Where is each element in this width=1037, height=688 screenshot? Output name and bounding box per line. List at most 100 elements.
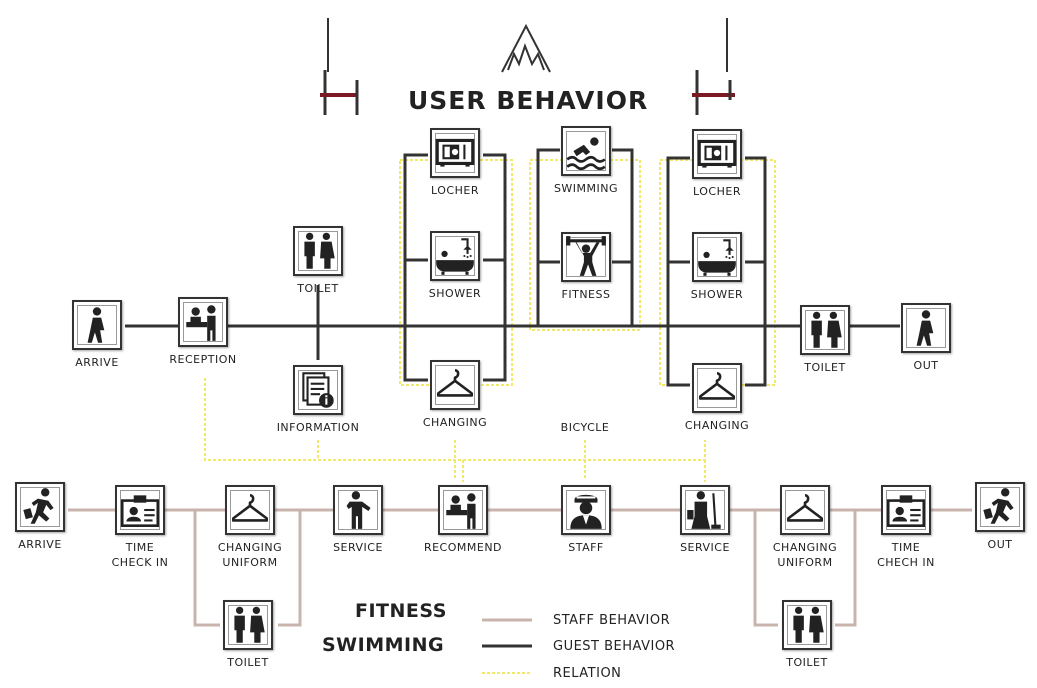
toilet-icon: [811, 311, 842, 348]
clothes-hanger-icon: [436, 369, 474, 397]
node-label-toilet-1: TOILET: [297, 282, 339, 295]
legend-label-staff: STAFF BEHAVIOR: [553, 613, 671, 628]
node-label-s-service-1: SERVICE: [333, 541, 383, 554]
locker-icon: [697, 139, 737, 168]
node-label-fitness: FITNESS: [561, 288, 611, 301]
node-reception: [178, 297, 228, 347]
node-changing-1: [430, 360, 480, 410]
antenna-right-icon: [692, 18, 735, 115]
walking-person-icon: [916, 310, 934, 346]
node-frame: [338, 490, 378, 530]
node-locker-2: [692, 129, 742, 179]
node-s-arrive: [15, 482, 65, 532]
node-label-reception: RECEPTION: [169, 353, 237, 366]
node-shower-1: [430, 231, 480, 281]
legend-heading-fitness: FITNESS: [355, 600, 447, 622]
node-frame: [697, 237, 737, 277]
node-label-swimming: SWIMMING: [553, 182, 619, 195]
node-frame: [785, 490, 825, 530]
node-label-s-time-in: TIME CHECK IN: [111, 541, 169, 569]
node-frame: [566, 237, 606, 277]
node-frame: [886, 490, 926, 530]
node-frame: [230, 490, 270, 530]
clothes-hanger-icon: [786, 494, 824, 522]
node-frame: [697, 368, 737, 408]
node-frame: [566, 131, 606, 171]
node-frame: [435, 133, 475, 173]
node-shower-2: [692, 232, 742, 282]
node-frame: [435, 236, 475, 276]
node-s-time-out: [881, 485, 931, 535]
locker-icon: [435, 138, 475, 167]
node-frame: [906, 308, 946, 348]
node-frame: [228, 605, 268, 645]
walking-person-icon: [87, 307, 105, 343]
node-label-s-staff: STAFF: [568, 541, 604, 554]
shower-bathtub-icon: [436, 238, 474, 275]
node-arrive: [72, 300, 122, 350]
staff-toilet2-branch: [753, 510, 857, 627]
node-label-s-time-out: TIME CHECH IN: [877, 541, 935, 569]
node-s-service-1: [333, 485, 383, 535]
toilet-icon: [793, 606, 824, 643]
id-card-icon: [886, 495, 926, 527]
node-frame: [697, 134, 737, 174]
node-frame: [20, 487, 60, 527]
node-fitness: [561, 232, 611, 282]
guest-pool-branch: [536, 148, 634, 326]
node-label-shower-1: SHOWER: [428, 287, 482, 300]
node-label-toilet-2: TOILET: [804, 361, 846, 374]
node-frame: [566, 490, 606, 530]
node-frame: [298, 370, 338, 410]
node-label-s-toilet-1: TOILET: [227, 656, 269, 669]
node-label-s-recommend: RECOMMEND: [423, 541, 503, 554]
shower-bathtub-icon: [698, 239, 736, 276]
relation-pool-group: [529, 159, 641, 331]
node-s-recommend: [438, 485, 488, 535]
node-label-out: OUT: [913, 359, 939, 372]
guest-locker1-branch: [403, 153, 507, 382]
node-label-arrive: ARRIVE: [75, 356, 119, 369]
node-s-toilet-2: [782, 600, 832, 650]
node-locker-1: [430, 128, 480, 178]
node-frame: [787, 605, 827, 645]
running-person-icon: [983, 488, 1014, 524]
weightlifting-icon: [566, 236, 606, 276]
node-frame: [685, 490, 725, 530]
guest-locker2-branch: [666, 156, 767, 387]
node-changing-2: [692, 363, 742, 413]
node-frame: [120, 490, 160, 530]
clothes-hanger-icon: [698, 372, 736, 400]
node-label-changing-1: CHANGING: [422, 416, 488, 429]
node-label-s-service-2: SERVICE: [680, 541, 730, 554]
node-s-changing-2: [780, 485, 830, 535]
reception-desk-icon: [446, 493, 476, 529]
legend-heading-swimming: SWIMMING: [322, 634, 445, 656]
antenna-left-icon: [320, 18, 359, 115]
node-toilet-1: [293, 226, 343, 276]
toilet-icon: [304, 232, 335, 269]
node-label-s-changing-2: CHANGING UNIFORM: [772, 541, 838, 569]
node-label-s-arrive: ARRIVE: [18, 538, 62, 551]
node-frame: [805, 310, 845, 350]
node-label-s-changing-1: CHANGING UNIFORM: [217, 541, 283, 569]
node-s-staff: [561, 485, 611, 535]
node-label-s-toilet-2: TOILET: [786, 656, 828, 669]
id-card-icon: [120, 495, 160, 527]
node-label-shower-2: SHOWER: [690, 288, 744, 301]
node-frame: [183, 302, 223, 342]
node-s-changing-1: [225, 485, 275, 535]
diagram-title: USER BEHAVIOR: [408, 86, 649, 115]
toilet-icon: [234, 606, 265, 643]
node-label-changing-2: CHANGING: [684, 419, 750, 432]
node-s-toilet-1: [223, 600, 273, 650]
guest-lines: [125, 148, 900, 387]
node-frame: [443, 490, 483, 530]
information-document-icon: [302, 372, 334, 408]
cleaner-person-icon: [687, 491, 721, 529]
node-label-locker-1: LOCHER: [431, 184, 479, 197]
relation-label-bicycle: BICYCLE: [560, 421, 610, 434]
node-s-time-in: [115, 485, 165, 535]
